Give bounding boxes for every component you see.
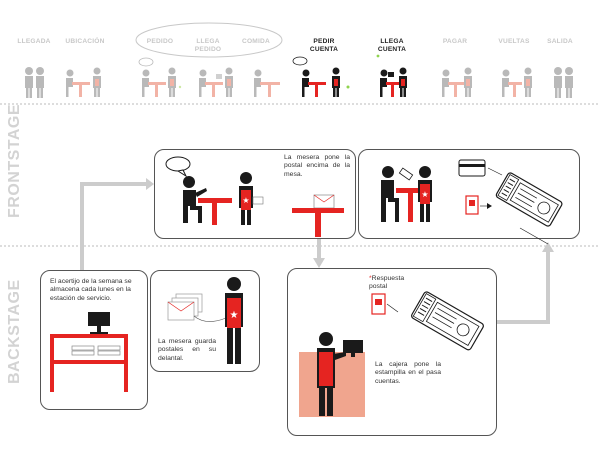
reply-postcard-text: Respuesta postal [369, 275, 405, 291]
speech-bubble-icon [165, 156, 191, 178]
caption-cashier-stamps: La cajera pone la estampilla en el pasa … [375, 361, 441, 385]
service-station-shelf-icon [50, 334, 128, 392]
customer-paying-icon [381, 166, 399, 222]
step-pagar: PAGAR [442, 38, 468, 45]
vueltas-icon [502, 67, 532, 97]
waitress-standing-icon: ★ [225, 277, 243, 364]
step-vueltas: VUELTAS [498, 38, 530, 45]
step-llegada: LLEGADA [17, 38, 51, 45]
caption-waitress-keeps-postcards: La mesera guarda postales en su delantal… [158, 338, 216, 362]
connector-storage-to-table [80, 182, 148, 270]
caption-reply-postcard: *Respuesta postal [369, 275, 415, 292]
step-ubicacion: UBICACIÓN [65, 38, 105, 45]
connector-cashier-to-bill [494, 248, 550, 324]
step-salida: SALIDA [547, 38, 573, 45]
caption-weekly-riddle: El acertijo de la semana se almacena cad… [50, 278, 132, 302]
cashier-icon [317, 332, 346, 416]
stacked-plates-icon [71, 345, 121, 356]
bill-table-icon [396, 188, 426, 222]
bill-holder-pointer [519, 227, 549, 245]
reply-postcard-asterisk: * [369, 275, 372, 282]
credit-card-icon [458, 159, 503, 177]
svg-text:★: ★ [242, 196, 249, 205]
pagar-icon [442, 67, 472, 97]
pedido-icon [138, 57, 182, 97]
llegada-icon [25, 67, 44, 98]
bill-holder-backstage-icon [411, 291, 484, 351]
monitor-icon [88, 312, 110, 334]
bill-holder-handover-icon [398, 167, 414, 181]
customer-icon [183, 176, 207, 223]
cash-register-monitor-icon [343, 340, 363, 357]
postcard-stack-icon [167, 293, 227, 322]
table-icon [198, 198, 232, 225]
waitress-icon: ★ [239, 172, 264, 225]
llega-cuenta-icon [376, 54, 407, 97]
step-comida: COMIDA [242, 38, 270, 45]
salida-icon [554, 67, 573, 98]
caption-waitress-places-postcard: La mesera pone la postal encima de la me… [284, 154, 350, 178]
postcard-on-table-icon [292, 194, 344, 237]
llega-pedido-icon [199, 67, 233, 97]
ubicacion-icon [66, 67, 101, 97]
backstage-panel-storage [40, 270, 148, 410]
bill-holder-icon [495, 172, 563, 227]
pedir-cuenta-icon [292, 56, 350, 97]
svg-text:★: ★ [421, 190, 428, 199]
postcard-stamp-icon [465, 195, 492, 215]
svg-text:★: ★ [230, 310, 239, 321]
reply-postcard-icon [371, 293, 399, 315]
step-pedido: PEDIDO [146, 38, 174, 45]
comida-icon [254, 69, 280, 97]
waitress-bill-icon: ★ [418, 166, 432, 222]
